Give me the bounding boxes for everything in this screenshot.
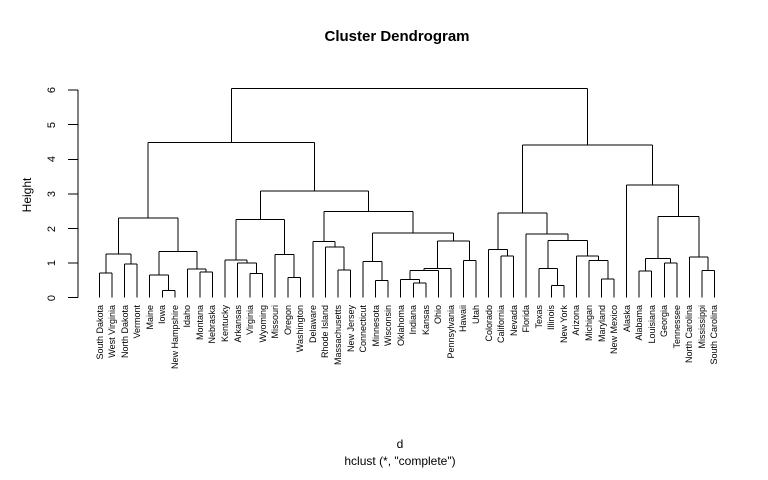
leaf-label: Ohio [433, 305, 444, 325]
leaf-label: Arkansas [232, 305, 243, 343]
leaf-label: Georgia [659, 305, 670, 338]
leaf-label: Kentucky [220, 305, 230, 343]
y-tick-label: 5 [46, 121, 58, 128]
leaf-label: Alabama [634, 305, 645, 341]
leaf-label: Michigan [583, 305, 594, 342]
leaf-label: North Dakota [119, 305, 130, 359]
leaf-label: Montana [194, 305, 205, 341]
leaf-label: Texas [533, 305, 544, 329]
leaf-label: Wyoming [257, 305, 268, 343]
leaf-label: Mississippi [696, 305, 707, 349]
leaf-label: New Jersey [345, 305, 356, 353]
leaf-label: Alaska [621, 305, 632, 333]
leaf-label: Minnesota [370, 305, 381, 347]
leaf-label: Delaware [307, 305, 318, 344]
leaf-label: Vermont [132, 305, 143, 339]
y-tick-label: 3 [46, 190, 58, 197]
leaf-label: Connecticut [358, 305, 369, 353]
leaf-label: Colorado [483, 305, 494, 342]
leaf-label: New Hampshire [169, 305, 180, 370]
leaf-label: Pennsylvania [445, 305, 456, 359]
leaf-label: North Carolina [684, 305, 695, 364]
leaf-label: Rhode Island [320, 305, 331, 359]
leaf-label: Maine [144, 305, 155, 330]
leaf-label: Illinois [546, 305, 557, 331]
leaf-label: Virginia [245, 305, 256, 335]
leaf-label: Maryland [596, 305, 607, 343]
leaf-label: Iowa [157, 305, 168, 325]
chart-title: Cluster Dendrogram [324, 28, 470, 45]
leaf-label: New Mexico [609, 305, 620, 355]
x-axis-label: d [396, 437, 404, 451]
y-tick-label: 4 [46, 156, 58, 163]
y-tick-label: 6 [46, 87, 58, 94]
leaf-label: Missouri [270, 305, 281, 339]
leaf-label: Washington [295, 305, 306, 353]
leaf-label: Nebraska [207, 305, 218, 344]
leaf-label: Louisiana [646, 305, 657, 344]
leaf-label: Kansas [420, 305, 431, 336]
leaf-label: Florida [521, 305, 532, 333]
leaf-label: Oregon [282, 305, 293, 336]
leaf-label: South Carolina [709, 305, 720, 365]
leaf-label: Indiana [408, 305, 419, 335]
leaf-label: Tennessee [671, 305, 682, 349]
leaf-label: West Virginia [107, 305, 118, 358]
y-axis-label: Height [20, 177, 34, 213]
leaf-label: Massachusetts [332, 305, 343, 366]
y-tick-label: 1 [46, 260, 58, 267]
leaf-label: South Dakota [94, 305, 105, 360]
y-tick-label: 2 [46, 225, 58, 232]
leaf-label: Arizona [571, 305, 582, 336]
leaf-label: Hawaii [458, 305, 469, 333]
y-tick-label: 0 [46, 294, 58, 301]
leaf-label: California [496, 305, 507, 344]
leaf-label: Oklahoma [395, 305, 406, 347]
leaf-label: Wisconsin [383, 305, 394, 347]
leaf-label: New York [558, 305, 569, 344]
leaf-label: Nevada [508, 305, 519, 337]
linkage-caption: hclust (*, "complete") [344, 454, 456, 468]
leaf-label: Idaho [182, 305, 193, 328]
leaf-label: Utah [471, 305, 481, 325]
